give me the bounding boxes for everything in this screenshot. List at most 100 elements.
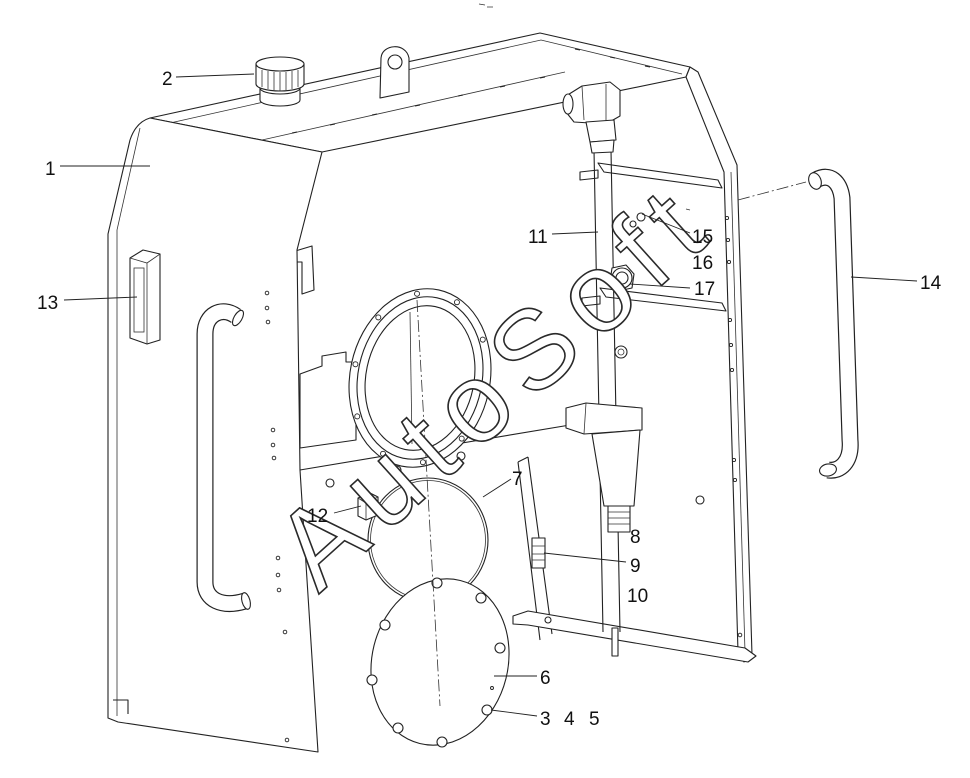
base-plate <box>512 610 757 663</box>
bracket-strip <box>133 267 145 333</box>
panel-hole <box>731 457 737 463</box>
panel-hole <box>275 555 281 561</box>
callout-14: 14 <box>920 273 942 294</box>
pipe-top-connector <box>565 81 621 125</box>
flange-bolt-holes <box>352 290 488 466</box>
face-bolt <box>695 495 705 505</box>
sight-fitting-ring <box>611 267 633 289</box>
cover-bolt <box>481 704 493 716</box>
flange-hole <box>375 314 382 321</box>
callout-8: 8 <box>630 527 641 548</box>
panel-hole <box>737 632 743 638</box>
lifting-eye <box>379 46 410 99</box>
left-side-panel-edge <box>116 127 141 716</box>
callout-12: 12 <box>307 506 328 527</box>
drain-fitting-body <box>531 537 546 569</box>
fitting-12 <box>357 492 379 521</box>
flange-ring <box>356 296 484 460</box>
cover-bolt <box>392 722 404 734</box>
base-pin <box>611 627 619 657</box>
cover-bolt <box>379 619 391 631</box>
panel-hole <box>271 455 277 461</box>
panel-hole <box>724 215 730 221</box>
left-panel-handle <box>196 303 251 612</box>
leader-line-15 <box>641 213 691 234</box>
flange-hole <box>481 388 488 395</box>
tank-top-bolt-ticks <box>291 48 651 134</box>
edge-bolt <box>325 478 335 488</box>
callout-13: 13 <box>37 293 58 314</box>
handle-14-tube-body <box>812 169 858 478</box>
leader-line-7 <box>482 478 512 498</box>
pipe-nut-lower <box>589 139 615 154</box>
callout-3: 3 <box>540 709 551 730</box>
inspection-opening-flange <box>348 288 492 468</box>
return-pipe <box>562 81 621 633</box>
edge-bolt <box>456 451 466 461</box>
cover-center-mark <box>490 686 494 690</box>
upper-shelf-tab <box>579 169 599 181</box>
panel-hole <box>284 737 290 743</box>
panel-hole <box>270 442 276 448</box>
flange-hole <box>354 413 361 420</box>
bolt-15 <box>636 212 646 222</box>
callout-labels: 1 2 3 4 5 6 7 8 9 10 11 12 13 14 15 16 1… <box>37 69 942 730</box>
panel-hole <box>276 587 282 593</box>
pipe-nut-upper <box>585 119 617 143</box>
callout-10: 10 <box>627 586 648 607</box>
shelf-hole-mark <box>685 208 691 211</box>
flange-hole <box>458 435 465 442</box>
left-side-panel <box>107 117 323 753</box>
right-side-panel-edge <box>730 171 746 653</box>
flange-hole <box>352 361 359 368</box>
pipe-top-connector-edges <box>581 84 607 124</box>
lifting-eye-hole <box>387 54 403 70</box>
rear-mount-plate <box>299 351 357 449</box>
pipe-nut-mid-outer <box>614 345 628 359</box>
filler-cap-knurl <box>261 70 299 91</box>
handle-14-end-top <box>808 172 822 190</box>
tank-front-face <box>299 162 757 663</box>
pipe-top-plug <box>562 93 574 115</box>
right-side-panel-plate <box>685 66 753 663</box>
panel-hole <box>275 572 281 578</box>
gauge-thread-lines <box>608 511 630 525</box>
washer-16 <box>629 220 637 228</box>
handle-end-top <box>231 309 245 327</box>
panel-hole <box>732 477 738 483</box>
sight-fitting-17 <box>609 264 635 292</box>
leader-line-3-4-5 <box>490 709 538 717</box>
lower-shelf <box>599 287 727 312</box>
cover-bolt <box>494 642 506 654</box>
callout-17: 17 <box>694 279 715 300</box>
gauge-block-edge <box>583 402 587 435</box>
callout-1: 1 <box>45 159 56 180</box>
leader-line-9 <box>543 552 627 563</box>
upper-shelf <box>597 162 723 189</box>
base-bolt <box>544 616 552 624</box>
handle-tube-body <box>197 304 248 611</box>
drain-fitting-9 <box>531 537 546 569</box>
leader-line-11 <box>551 231 599 235</box>
panel-hole <box>727 317 733 323</box>
edge-bolt <box>392 465 402 475</box>
lifting-eye-plate <box>379 46 410 99</box>
drain-fitting-lines <box>532 545 545 561</box>
panel-hole <box>728 342 734 348</box>
callout-16: 16 <box>692 253 713 274</box>
leader-lines <box>60 73 918 717</box>
cover-bolt <box>436 736 448 748</box>
callout-9: 9 <box>630 556 641 577</box>
gauge-block <box>565 402 643 435</box>
bracket-13 <box>129 249 161 345</box>
flange-hole <box>454 299 460 306</box>
pipe-nut-mid-inner <box>617 348 625 356</box>
flange-hole <box>380 450 386 457</box>
filler-cap <box>255 56 305 107</box>
gauge-body <box>591 429 641 507</box>
leader-line-17 <box>629 283 691 289</box>
panel-hole <box>265 319 271 325</box>
right-panel-holes <box>724 215 743 638</box>
panel-hole <box>264 305 270 311</box>
handle-end-bottom <box>241 592 251 610</box>
